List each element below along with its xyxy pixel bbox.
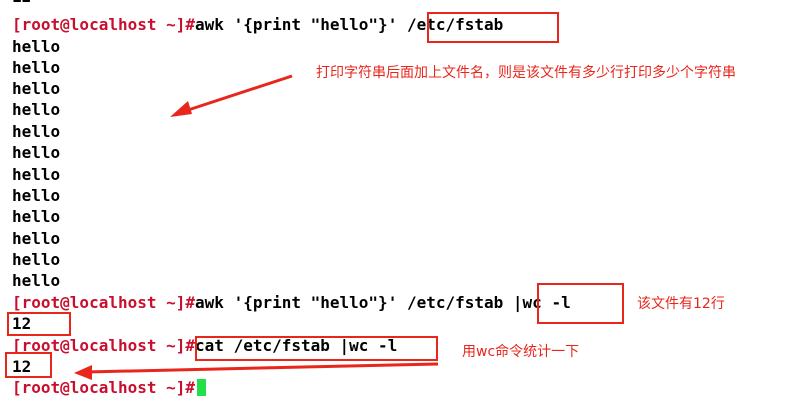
output-line: hello [12,271,61,290]
shell-prompt: [root@localhost ~]# [12,293,196,312]
command-text: awk '{print "hello"}' /etc/fstab |wc -l [195,293,571,312]
output-line: hello [12,122,61,141]
output-line: hello [12,250,61,269]
output-line: hello [12,165,61,184]
shell-prompt: [root@localhost ~]# [12,15,196,34]
output-line-count: 12 [12,357,32,376]
annotation-note: 打印字符串后面加上文件名，则是该文件有多少行打印多少个字符串 [316,65,736,81]
text-cursor [197,379,207,396]
highlight-box-count [7,312,71,336]
output-line: hello [12,186,61,205]
output-line-count: 12 [12,314,32,333]
command-line-4[interactable]: [root@localhost ~]# [12,377,207,398]
highlight-box-filename [427,12,559,43]
output-line: hello [12,143,61,162]
output-line: hello [12,229,61,248]
highlight-box-count-2 [5,352,52,378]
command-line-3: [root@localhost ~]#cat /etc/fstab |wc -l [12,335,397,356]
command-text: awk '{print "hello"}' /etc/fstab [195,15,504,34]
annotation-note: 用wc命令统计一下 [462,344,580,360]
output-line: hello [12,79,61,98]
output-line: hello [12,58,61,77]
shell-prompt: [root@localhost ~]# [12,336,196,355]
command-line-2: [root@localhost ~]#awk '{print "hello"}'… [12,292,571,313]
partial-output-line: 12 [12,0,31,7]
highlight-box-cat-cmd [195,336,438,361]
command-text: cat /etc/fstab |wc -l [195,336,398,355]
output-line: hello [12,207,61,226]
command-line-1: [root@localhost ~]#awk '{print "hello"}'… [12,14,503,35]
output-line: hello [12,100,61,119]
shell-prompt: [root@localhost ~]# [12,378,196,397]
annotation-note: 该文件有12行 [637,296,725,312]
output-line: hello [12,37,61,56]
highlight-box-wc [537,283,624,324]
